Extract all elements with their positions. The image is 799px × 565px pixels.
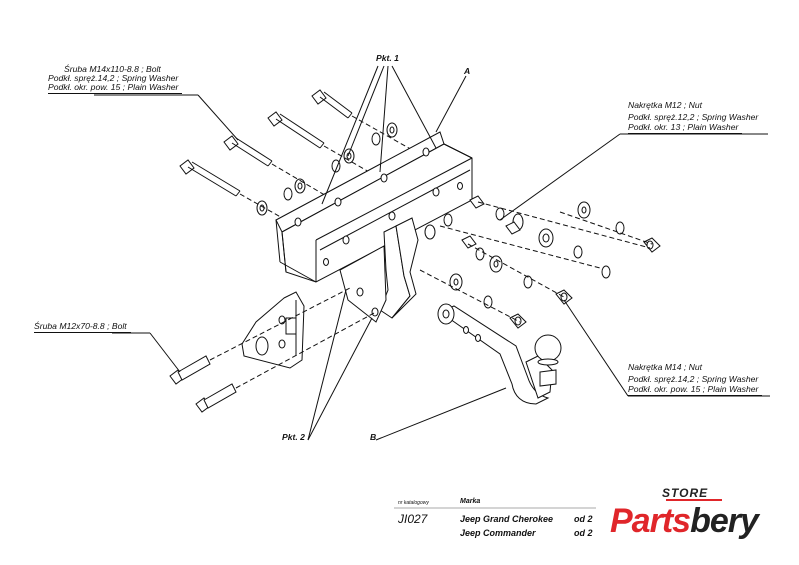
partsbery-logo: STORE Partsbery — [596, 484, 792, 550]
label-part-a: A — [464, 66, 471, 76]
label-part-b: B — [370, 432, 377, 442]
label-nut-m12: Nakrętka M12 ; Nut — [628, 100, 703, 110]
label-bolt-m12: Śruba M12x70-8.8 ; Bolt — [34, 321, 131, 333]
brand-header: Marka — [460, 498, 481, 505]
tow-ball-part-b — [437, 303, 562, 405]
logo-wordmark: Partsbery — [610, 502, 759, 540]
label-spring-washer-12: Podkł. spręż.12,2 ; Spring Washer — [628, 112, 759, 122]
hardware-right-m12 — [419, 195, 661, 329]
label-plain-washer-15: Podkł. okr. pow. 15 ; Plain Washer — [48, 82, 183, 94]
label-pkt-1: Pkt. 1 — [376, 53, 399, 63]
label-bolt-m14: Śruba M14x110-8.8 ; Bolt — [64, 64, 161, 74]
bolt-m12 — [169, 355, 211, 385]
logo-store-text: STORE — [662, 486, 709, 500]
label-plain-washer-13: Podkł. okr. 13 ; Plain Washer — [628, 122, 743, 134]
catalog-number-header: nr katalogowy — [398, 500, 429, 506]
logo-swoosh — [666, 499, 722, 501]
crossbar-part-a — [275, 131, 473, 323]
label-spring-washer-14-b: Podkł. spręż.14,2 ; Spring Washer — [628, 374, 759, 384]
bolt-m14 — [311, 89, 353, 119]
bolt-m12-group — [169, 287, 377, 413]
bolt-m12 — [195, 383, 237, 413]
logo-parts: Parts — [610, 502, 691, 540]
from-year-1: od 2 — [574, 514, 593, 524]
make-1: Jeep Grand Cherokee — [460, 514, 554, 524]
label-plain-washer-15-b: Podkł. okr. pow. 15 ; Plain Washer — [628, 384, 763, 396]
label-pkt-2: Pkt. 2 — [282, 432, 305, 442]
label-nut-m14: Nakrętka M14 ; Nut — [628, 362, 703, 372]
socket-plate — [241, 291, 305, 369]
from-year-2: od 2 — [574, 528, 593, 538]
leader-lines — [94, 65, 770, 441]
logo-bery: bery — [690, 502, 759, 540]
make-2: Jeep Commander — [460, 528, 536, 538]
bolt-m14 — [267, 111, 325, 149]
catalog-number: JI027 — [398, 512, 428, 526]
bolt-m14 — [223, 135, 273, 167]
label-spring-washer-14: Podkł. spręż.14,2 ; Spring Washer — [48, 73, 179, 83]
bolt-m14 — [179, 159, 241, 197]
